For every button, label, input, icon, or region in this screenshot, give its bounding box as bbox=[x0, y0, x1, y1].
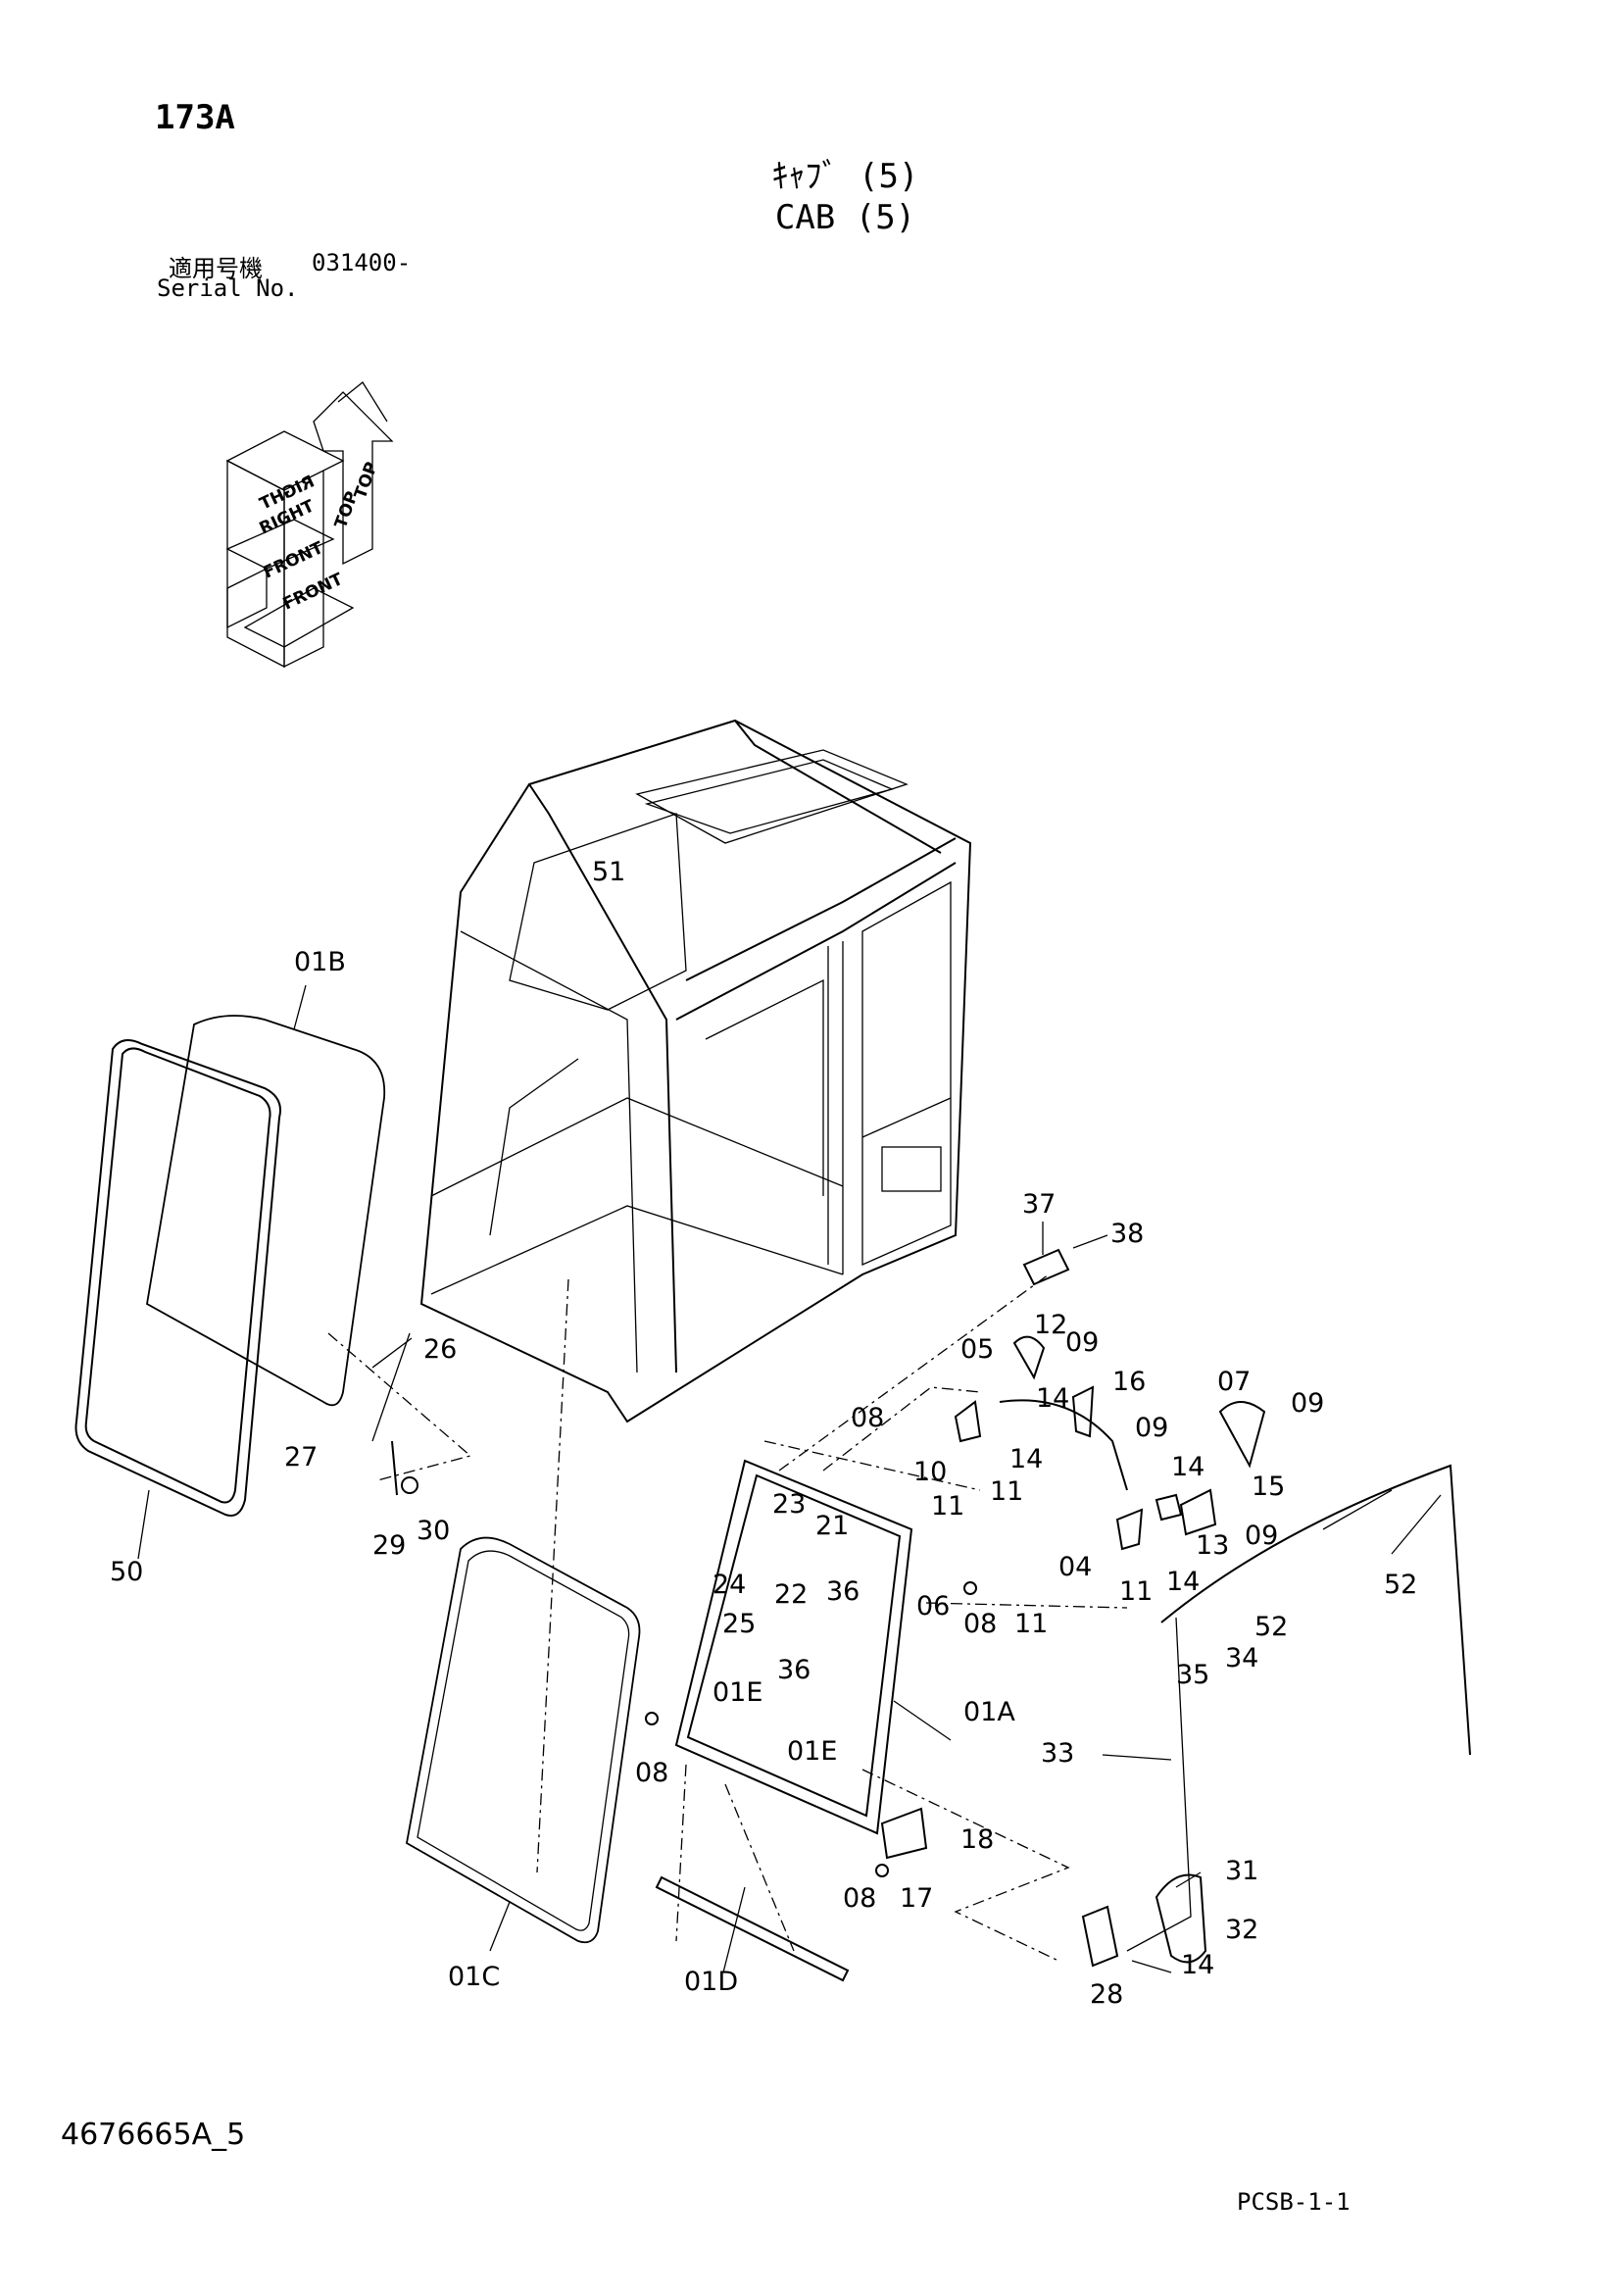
window-frame-01A bbox=[674, 1459, 913, 1835]
orientation-indicator: TOP TOP RIGHT RIGHT FRONT FRONT bbox=[225, 381, 394, 669]
callout-01B: 01B bbox=[294, 947, 346, 977]
callout-11a: 11 bbox=[990, 1476, 1023, 1507]
callout-11d: 11 bbox=[1014, 1609, 1048, 1639]
callout-08b: 08 bbox=[963, 1609, 997, 1639]
callout-08a: 08 bbox=[851, 1403, 884, 1433]
callout-01E-a: 01E bbox=[713, 1677, 762, 1708]
callout-14d: 14 bbox=[1166, 1567, 1200, 1597]
callout-52a: 52 bbox=[1384, 1570, 1417, 1600]
callout-01E-b: 01E bbox=[787, 1736, 837, 1767]
callout-51: 51 bbox=[592, 857, 625, 887]
callout-16: 16 bbox=[1112, 1367, 1146, 1397]
callout-06: 06 bbox=[916, 1591, 950, 1622]
callout-labels: 51 01B 26 27 29 30 50 37 38 12 05 09 16 … bbox=[110, 857, 1417, 2010]
handle-31 bbox=[1155, 1873, 1207, 1964]
callout-24: 24 bbox=[713, 1570, 746, 1600]
callout-15: 15 bbox=[1252, 1472, 1285, 1502]
callout-01D: 01D bbox=[684, 1967, 738, 1997]
callout-01A: 01A bbox=[963, 1697, 1015, 1727]
callout-23: 23 bbox=[772, 1489, 806, 1520]
callout-38: 38 bbox=[1110, 1219, 1144, 1249]
callout-17: 17 bbox=[900, 1883, 933, 1914]
callout-36a: 36 bbox=[826, 1576, 860, 1607]
cable-52 bbox=[1126, 1464, 1471, 1952]
callout-11c: 11 bbox=[1119, 1576, 1153, 1607]
callout-08c: 08 bbox=[635, 1758, 668, 1788]
callout-25: 25 bbox=[722, 1609, 756, 1639]
cab-frame bbox=[419, 719, 972, 1423]
side-glass-01C bbox=[405, 1536, 641, 1944]
callout-01C: 01C bbox=[448, 1962, 500, 1992]
callout-11b: 11 bbox=[931, 1491, 964, 1522]
callout-14e: 14 bbox=[1181, 1950, 1214, 1980]
callout-12: 12 bbox=[1034, 1310, 1067, 1340]
orientation-front-label: FRONT bbox=[261, 538, 327, 583]
serial-number-value: 031400- bbox=[312, 249, 412, 276]
callout-52b: 52 bbox=[1254, 1612, 1288, 1642]
callout-10: 10 bbox=[913, 1457, 947, 1487]
sill-strip-01D bbox=[655, 1875, 850, 1982]
callout-09b: 09 bbox=[1291, 1388, 1324, 1419]
callout-36b: 36 bbox=[777, 1655, 811, 1685]
page-code: PCSB-1-1 bbox=[1237, 2188, 1351, 2216]
title-japanese: ｷｬﾌﾞ (5) bbox=[771, 157, 919, 196]
callout-29: 29 bbox=[372, 1530, 406, 1561]
serial-label-english: Serial No. bbox=[157, 275, 299, 302]
callout-26: 26 bbox=[423, 1334, 457, 1365]
callout-34: 34 bbox=[1225, 1643, 1258, 1673]
leader-lines bbox=[327, 1273, 1128, 1962]
callout-21: 21 bbox=[815, 1511, 849, 1541]
small-parts bbox=[391, 1335, 1266, 1877]
serial-label-japanese: 適用号機 bbox=[169, 255, 263, 282]
callout-30: 30 bbox=[417, 1516, 450, 1546]
callout-27: 27 bbox=[284, 1442, 318, 1472]
callout-14c: 14 bbox=[1171, 1452, 1204, 1482]
orientation-top-label-shadow: TOP bbox=[351, 460, 382, 502]
callout-14a: 14 bbox=[1036, 1383, 1069, 1414]
callout-18: 18 bbox=[960, 1824, 994, 1855]
page-number: 173A bbox=[155, 98, 235, 137]
document-number: 4676665A_5 bbox=[61, 2118, 246, 2152]
callout-32: 32 bbox=[1225, 1915, 1258, 1945]
callout-08d: 08 bbox=[843, 1883, 876, 1914]
callout-09a: 09 bbox=[1065, 1327, 1099, 1358]
callout-37: 37 bbox=[1022, 1189, 1056, 1220]
callout-33: 33 bbox=[1041, 1738, 1074, 1769]
callout-22: 22 bbox=[774, 1579, 808, 1610]
callout-35: 35 bbox=[1176, 1660, 1209, 1690]
callout-31: 31 bbox=[1225, 1856, 1258, 1886]
pad-37 bbox=[1022, 1248, 1070, 1286]
callout-09d: 09 bbox=[1245, 1521, 1278, 1551]
latch-28 bbox=[1081, 1905, 1119, 1968]
orientation-front-label-lower: FRONT bbox=[280, 570, 347, 615]
callout-07: 07 bbox=[1217, 1367, 1251, 1397]
callout-28: 28 bbox=[1090, 1979, 1123, 2010]
callout-05: 05 bbox=[960, 1334, 994, 1365]
front-glass-assembly bbox=[74, 1015, 386, 1517]
callout-14b: 14 bbox=[1009, 1444, 1043, 1474]
title-english: CAB (5) bbox=[774, 198, 916, 237]
callout-04: 04 bbox=[1058, 1552, 1092, 1582]
callout-50: 50 bbox=[110, 1557, 143, 1587]
callout-09c: 09 bbox=[1135, 1413, 1168, 1443]
callout-13: 13 bbox=[1196, 1530, 1229, 1561]
callout-leaders bbox=[137, 984, 1442, 1973]
